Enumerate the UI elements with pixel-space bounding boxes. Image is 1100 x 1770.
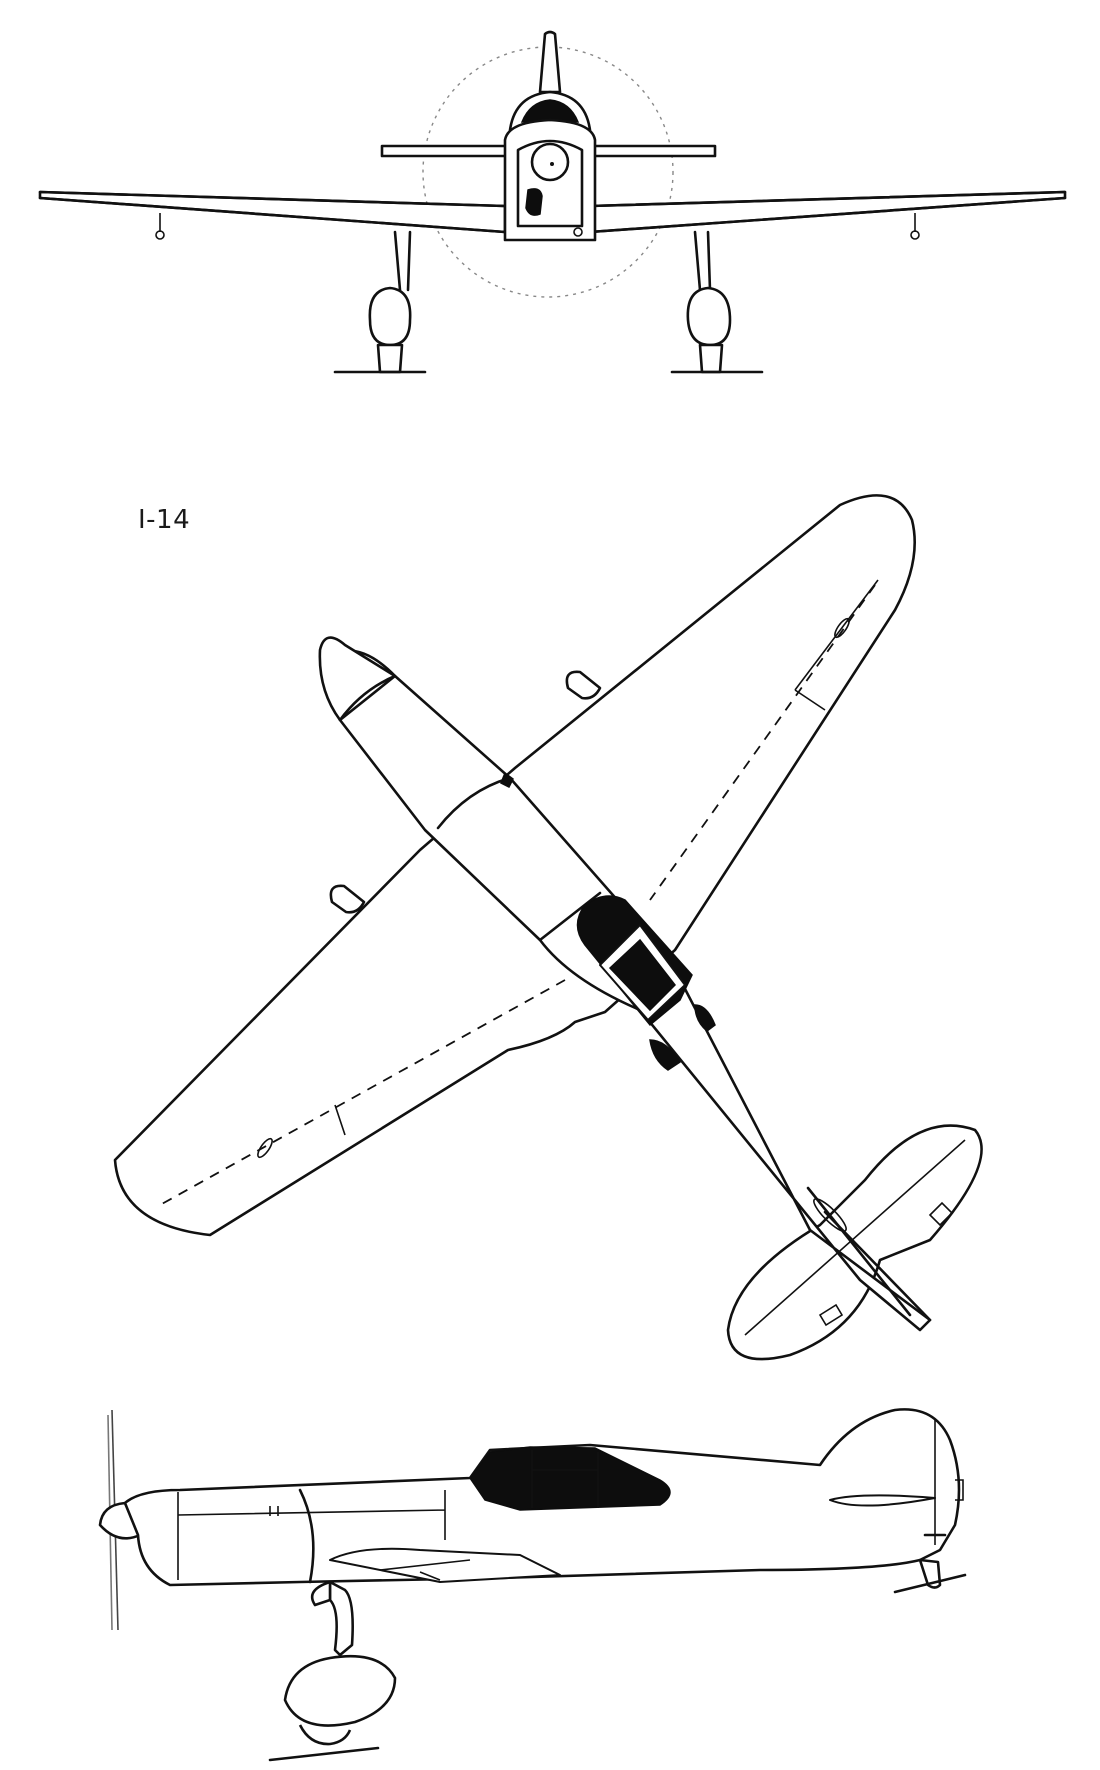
aircraft-label: I-14 — [138, 505, 191, 535]
side-main-gear — [328, 1580, 354, 1657]
front-view — [38, 30, 1067, 374]
propeller-disc — [422, 46, 674, 298]
front-fin — [538, 30, 562, 94]
top-spinner — [318, 636, 397, 722]
front-gear-left — [393, 230, 412, 292]
side-canopy — [469, 1446, 671, 1511]
front-gear-right — [693, 230, 712, 292]
